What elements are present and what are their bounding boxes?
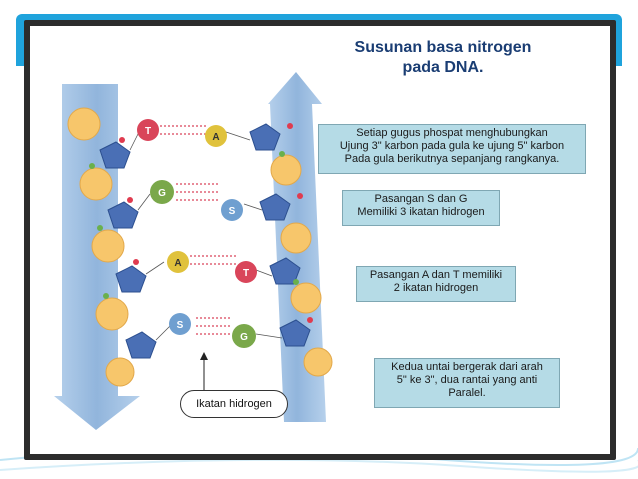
right-phosphates xyxy=(270,154,333,377)
base-g-2: G xyxy=(232,324,256,348)
base-s-2: S xyxy=(169,313,191,335)
svg-text:T: T xyxy=(145,126,151,137)
info-box-line: 5" ke 3", dua rantai yang anti xyxy=(396,374,538,386)
base-g-1: G xyxy=(150,180,174,204)
left-sugars xyxy=(99,141,157,359)
svg-text:G: G xyxy=(158,188,166,199)
hydrogen-bonds xyxy=(160,125,236,335)
base-t-2: T xyxy=(235,261,257,283)
title-line-1: Susunan basa nitrogen xyxy=(354,39,532,56)
info-box-line: Ujung 3" karbon pada gula ke ujung 5" ka… xyxy=(339,140,565,152)
title-line-2: pada DNA. xyxy=(402,59,484,76)
hydrogen-bond-callout: Ikatan hidrogen xyxy=(180,390,288,418)
slide-title: Susunan basa nitrogen pada DNA. xyxy=(318,38,568,78)
info-box-line: Pasangan S dan G xyxy=(374,193,468,205)
svg-text:T: T xyxy=(243,268,249,279)
info-box-antiparallel: Kedua untai bergerak dari arah 5" ke 3",… xyxy=(374,358,560,408)
info-box-line: Kedua untai bergerak dari arah xyxy=(391,361,543,373)
base-a-2: A xyxy=(167,251,189,273)
base-a-1: A xyxy=(205,125,227,147)
info-box-line: Setiap gugus phospat menghubungkan xyxy=(356,127,548,139)
left-phosphates xyxy=(67,107,135,387)
base-t-1: T xyxy=(137,119,159,141)
svg-text:S: S xyxy=(229,206,236,217)
right-sugars xyxy=(249,123,311,347)
info-box-phosphate: Setiap gugus phospat menghubungkan Ujung… xyxy=(318,124,586,174)
base-s-1: S xyxy=(221,199,243,221)
info-box-line: 2 ikatan hidrogen xyxy=(393,282,479,294)
svg-text:S: S xyxy=(177,320,184,331)
svg-text:G: G xyxy=(240,332,248,343)
svg-text:A: A xyxy=(212,132,219,143)
info-box-line: Pasangan A dan T memiliki xyxy=(369,269,503,281)
info-box-line: Memiliki 3 ikatan hidrogen xyxy=(357,206,485,218)
svg-text:A: A xyxy=(174,258,181,269)
info-box-s-g: Pasangan S dan G Memiliki 3 ikatan hidro… xyxy=(342,190,500,226)
info-box-a-t: Pasangan A dan T memiliki 2 ikatan hidro… xyxy=(356,266,516,302)
info-box-line: Paralel. xyxy=(448,387,486,399)
info-box-line: Pada gula berikutnya sepanjang rangkanya… xyxy=(344,153,560,165)
